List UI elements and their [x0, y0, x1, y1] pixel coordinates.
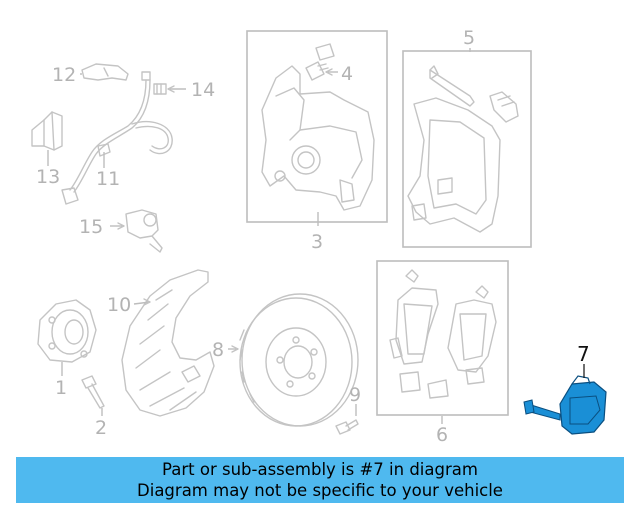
callout-3: 3	[311, 231, 323, 253]
banner-line-1: Part or sub-assembly is #7 in diagram	[162, 460, 478, 479]
callout-9: 9	[349, 384, 361, 406]
part-12-clip	[80, 63, 129, 81]
callout-5: 5	[463, 27, 475, 49]
callout-15: 15	[79, 216, 103, 238]
part-4-guide-bolt	[305, 43, 338, 81]
part-13-bracket	[31, 111, 63, 166]
callout-11: 11	[96, 168, 120, 190]
part-8-brake-rotor	[228, 293, 359, 427]
bracket-group-box	[402, 50, 532, 248]
part-14-bleeder	[153, 83, 186, 95]
callout-1: 1	[55, 377, 67, 399]
part-6-brake-pads	[389, 269, 497, 424]
callout-12: 12	[52, 64, 76, 86]
callout-2: 2	[95, 417, 107, 439]
part-5-caliper-bracket	[407, 48, 519, 233]
part-1-wheel-hub	[37, 299, 97, 376]
part-11-brake-hose	[61, 71, 173, 205]
part-2-hub-bolt	[81, 375, 105, 416]
callout-13: 13	[36, 166, 60, 188]
callout-10: 10	[107, 294, 131, 316]
callout-6: 6	[436, 424, 448, 446]
callout-7: 7	[577, 342, 590, 366]
info-banner: Part or sub-assembly is #7 in diagram Di…	[16, 457, 624, 503]
banner-line-2: Diagram may not be specific to your vehi…	[137, 481, 503, 500]
callout-8: 8	[212, 339, 224, 361]
callout-14: 14	[191, 79, 215, 101]
caliper-group-box	[246, 30, 388, 223]
part-7-highlighted[interactable]	[523, 364, 607, 435]
part-3-caliper	[261, 65, 375, 226]
callout-4: 4	[341, 63, 353, 85]
pads-group-box	[376, 260, 509, 416]
part-15-abs-sensor	[110, 209, 163, 253]
part-9-rotor-screw	[335, 404, 359, 435]
part-10-dust-shield	[121, 269, 215, 417]
